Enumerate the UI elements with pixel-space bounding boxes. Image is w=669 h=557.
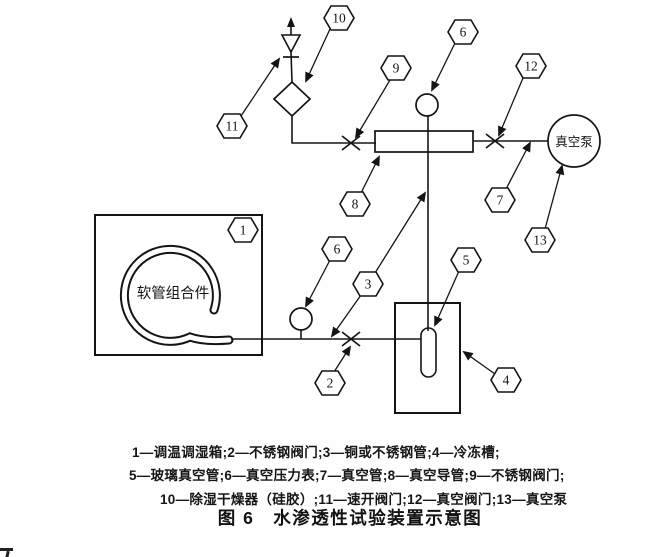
callout-hexagons: 10 11 6 9 12 7	[216, 5, 556, 396]
callout-8: 8	[339, 191, 371, 217]
leader-3-down	[330, 294, 362, 338]
leader-4	[462, 350, 496, 375]
figure-title: 图 6 水渗透性试验装置示意图	[217, 508, 483, 528]
leader-6-lower	[305, 259, 331, 308]
leader-13	[544, 164, 565, 230]
callout-13: 13	[524, 227, 556, 253]
leader-2	[333, 345, 352, 373]
leader-3-up	[374, 191, 427, 274]
callout-4-label: 4	[503, 373, 510, 388]
callout-1-label: 1	[240, 223, 247, 238]
callout-11-label: 11	[226, 119, 239, 134]
callout-7: 7	[484, 187, 516, 213]
callout-6-lower-label: 6	[334, 242, 341, 257]
callout-12-label: 12	[524, 59, 538, 74]
callout-10: 10	[323, 5, 355, 31]
vacuum-pump-icon	[547, 114, 601, 168]
callout-12: 12	[515, 53, 547, 79]
pipes	[231, 116, 549, 340]
callout-3: 3	[352, 271, 384, 297]
vacuum-pump: 真空泵	[547, 114, 601, 168]
callout-5-label: 5	[463, 253, 470, 268]
leader-lines	[240, 28, 565, 375]
callout-6-top: 6	[447, 19, 479, 45]
leader-7	[505, 141, 531, 190]
callout-9: 9	[380, 55, 412, 81]
print-artifact	[0, 546, 20, 557]
leader-6-top	[431, 42, 456, 92]
pipe-desiccator-to-manifold	[291, 116, 376, 144]
leader-8	[360, 155, 380, 194]
legend-line-3: 10—除湿干燥器（硅胶）;11—速开阀门;12—真空阀门;13—真空泵	[160, 492, 568, 507]
callout-13-label: 13	[533, 233, 547, 248]
callout-6-lower: 6	[321, 236, 353, 262]
callout-9-label: 9	[393, 61, 400, 76]
callout-1: 1	[227, 217, 259, 243]
pressure-gauge-lower-icon	[289, 307, 313, 331]
pressure-gauge-top-icon	[415, 93, 439, 117]
callout-10-label: 10	[332, 11, 346, 26]
callout-7-label: 7	[497, 193, 504, 208]
vacuum-pump-label: 真空泵	[555, 135, 593, 149]
callout-6-top-label: 6	[460, 25, 467, 40]
legend-line-2: 5—玻璃真空管;6—真空压力表;7—真空管;8—真空导管;9—不锈钢阀门;	[129, 468, 565, 483]
leader-12	[498, 77, 524, 137]
hose-assembly-label: 软管组合件	[137, 285, 210, 302]
apparatus-diagram: 真空泵 软管组合件 10	[94, 5, 601, 414]
leader-9	[355, 79, 391, 139]
quick-open-valve-icon	[280, 17, 302, 83]
valves	[341, 133, 505, 347]
leader-10	[305, 28, 331, 83]
callout-4: 4	[490, 367, 522, 393]
leader-5	[434, 270, 460, 327]
callout-2-label: 2	[327, 376, 334, 391]
callout-11: 11	[216, 113, 248, 139]
vacuum-conduit	[374, 130, 474, 153]
hose-coil	[119, 244, 234, 346]
callout-3-label: 3	[365, 277, 372, 292]
callout-5: 5	[450, 247, 482, 273]
callout-8-label: 8	[352, 197, 359, 212]
desiccator-icon	[272, 80, 312, 118]
callout-2: 2	[314, 370, 346, 396]
valve-bottom-icon	[341, 331, 361, 347]
glass-vacuum-tube	[420, 327, 437, 378]
leader-11	[240, 57, 281, 117]
legend-line-1: 1—调温调湿箱;2—不锈钢阀门;3—铜或不锈钢管;4—冷冻槽;	[132, 445, 500, 460]
